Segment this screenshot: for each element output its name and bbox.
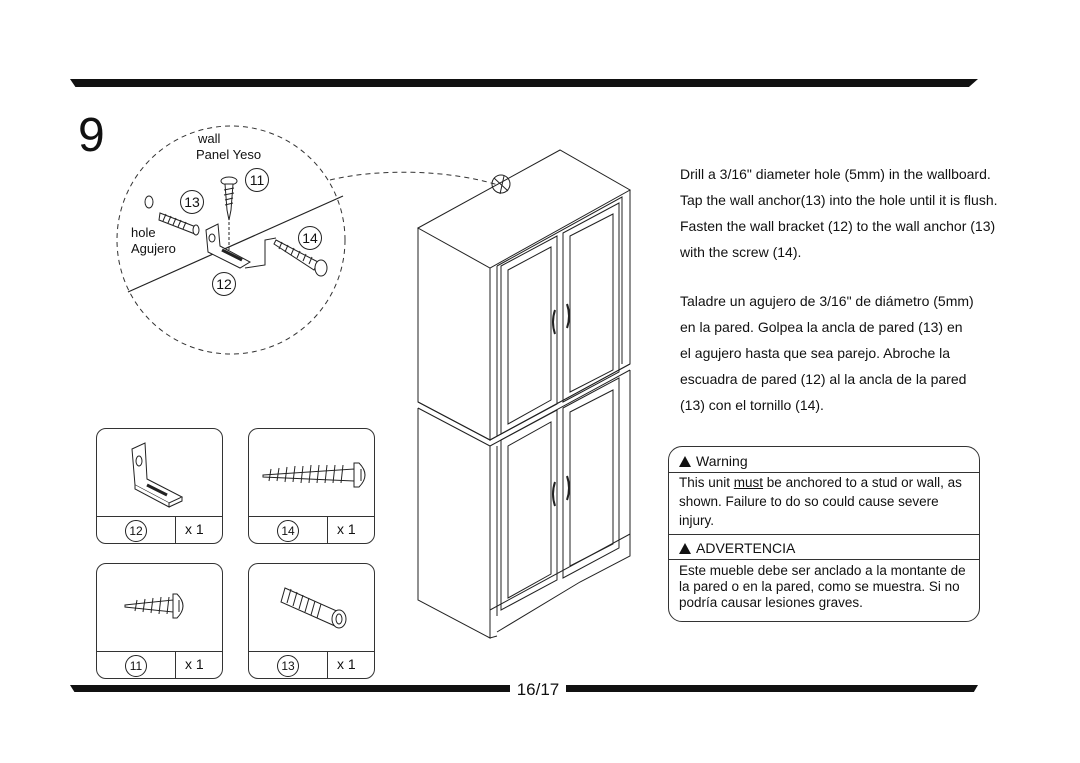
wall-label-es: Panel Yeso bbox=[196, 147, 262, 162]
wall-label: wall bbox=[198, 131, 221, 146]
part-quantity: x 1 bbox=[185, 656, 204, 672]
divider bbox=[249, 651, 374, 652]
instruction-line: with the screw (14). bbox=[680, 244, 802, 260]
instructions-english: Drill a 3/16" diameter hole (5mm) in the… bbox=[680, 161, 998, 265]
divider bbox=[175, 516, 176, 543]
wall-anchor-icon bbox=[280, 587, 347, 629]
part-quantity: x 1 bbox=[337, 656, 356, 672]
instruction-line: en la pared. Golpea la ancla de pared (1… bbox=[680, 319, 963, 335]
advertencia-heading: ADVERTENCIA bbox=[679, 540, 795, 556]
callout-13: 13 bbox=[180, 190, 204, 214]
callout-12: 12 bbox=[212, 272, 236, 296]
instruction-line: Drill a 3/16" diameter hole (5mm) in the… bbox=[680, 166, 991, 182]
bottom-rule-right bbox=[566, 685, 978, 692]
divider bbox=[175, 651, 176, 678]
part-quantity: x 1 bbox=[337, 521, 356, 537]
warning-text-emphasis: must bbox=[733, 475, 764, 490]
part-number: 14 bbox=[277, 520, 299, 542]
warning-heading: Warning bbox=[679, 453, 748, 469]
part-number: 12 bbox=[125, 520, 147, 542]
hole-label: hole bbox=[131, 225, 156, 240]
warning-icon bbox=[679, 455, 691, 467]
warning-heading-text: Warning bbox=[696, 453, 748, 469]
part-card-14: 14 x 1 bbox=[248, 428, 375, 544]
instruction-line: Taladre un agujero de 3/16" de diámetro … bbox=[680, 293, 974, 309]
short-screw-icon bbox=[124, 593, 184, 619]
top-rule bbox=[70, 79, 978, 87]
callout-14: 14 bbox=[298, 226, 322, 250]
warning-text-start: This unit bbox=[679, 475, 734, 490]
instruction-line: el agujero hasta que sea parejo. Abroche… bbox=[680, 345, 951, 361]
divider bbox=[669, 559, 979, 560]
instructions-spanish: Taladre un agujero de 3/16" de diámetro … bbox=[680, 288, 974, 418]
divider bbox=[249, 516, 374, 517]
instruction-line: (13) con el tornillo (14). bbox=[680, 397, 824, 413]
advertencia-heading-text: ADVERTENCIA bbox=[696, 540, 796, 556]
wall-bracket-icon bbox=[131, 442, 184, 508]
warning-text: This unit must be anchored to a stud or … bbox=[679, 473, 975, 530]
part-quantity: x 1 bbox=[185, 521, 204, 537]
callout-11: 11 bbox=[245, 168, 269, 192]
divider bbox=[97, 651, 222, 652]
divider bbox=[327, 516, 328, 543]
page-number: 16/17 bbox=[516, 680, 560, 699]
divider bbox=[669, 534, 979, 535]
long-screw-icon bbox=[262, 462, 366, 488]
divider bbox=[97, 516, 222, 517]
instruction-line: Fasten the wall bracket (12) to the wall… bbox=[680, 218, 996, 234]
warning-text-end: be anchored to a stud or wall, as shown.… bbox=[679, 475, 962, 528]
divider bbox=[669, 472, 979, 473]
bottom-rule-left bbox=[70, 685, 510, 692]
part-card-11: 11 x 1 bbox=[96, 563, 223, 679]
warning-box: Warning This unit must be anchored to a … bbox=[668, 446, 980, 622]
part-card-13: 13 x 1 bbox=[248, 563, 375, 679]
warning-icon bbox=[679, 542, 691, 554]
instruction-line: escuadra de pared (12) al la ancla de la… bbox=[680, 371, 967, 387]
part-card-12: 12 x 1 bbox=[96, 428, 223, 544]
hole-label-es: Agujero bbox=[131, 241, 176, 256]
divider bbox=[327, 651, 328, 678]
advertencia-text: Este mueble debe ser anclado a la montan… bbox=[679, 563, 966, 610]
part-number: 13 bbox=[277, 655, 299, 677]
part-number: 11 bbox=[125, 655, 147, 677]
step-number: 9 bbox=[78, 109, 105, 162]
instruction-line: Tap the wall anchor(13) into the hole un… bbox=[680, 192, 998, 208]
